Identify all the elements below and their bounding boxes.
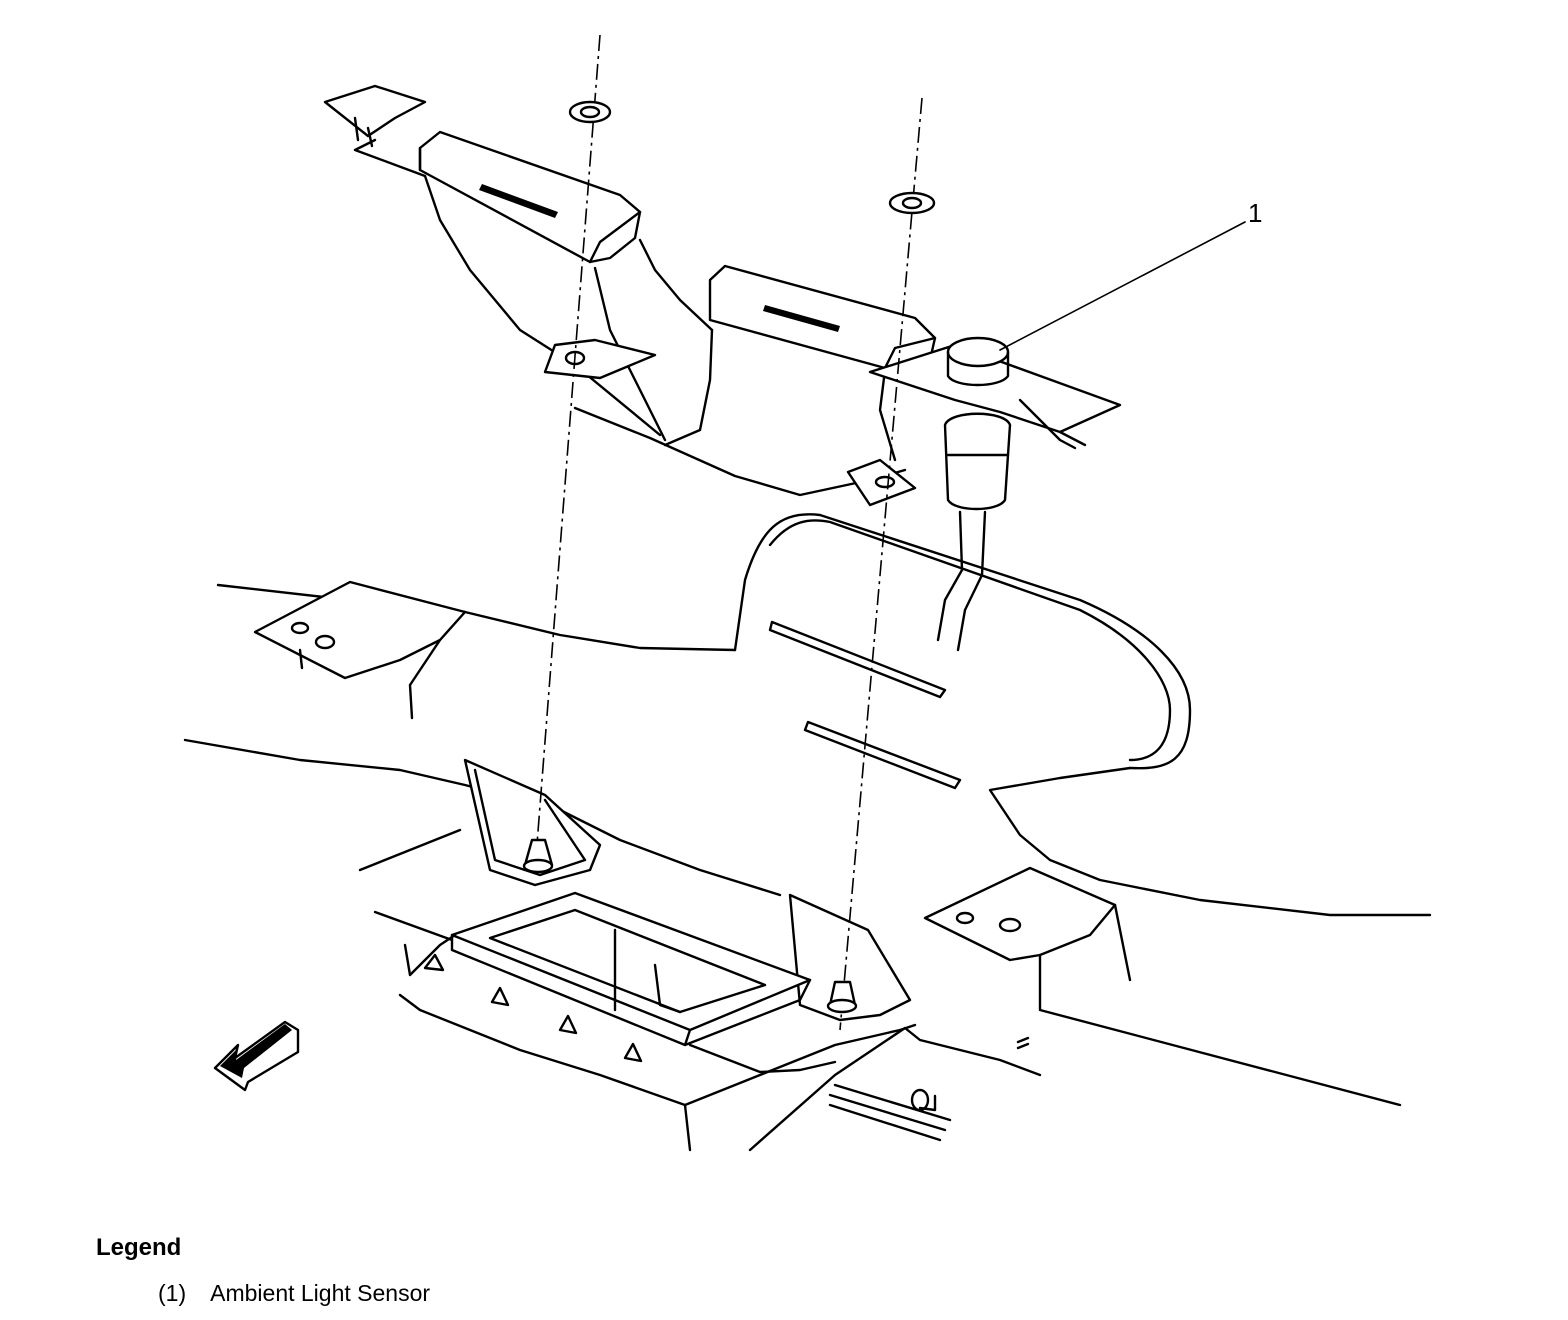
- legend-title: Legend: [96, 1234, 182, 1261]
- lower-heater-duct: [183, 513, 1432, 917]
- upper-defroster-duct: [323, 84, 937, 507]
- callout-1-leader: [999, 221, 1246, 351]
- right-side-bracket: [923, 866, 1402, 1107]
- left-side-bracket: [216, 580, 467, 720]
- legend-item: (1) Ambient Light Sensor: [158, 1280, 430, 1307]
- legend: Legend (1) Ambient Light Sensor: [96, 1234, 430, 1307]
- front-direction-arrow-icon: [213, 1020, 300, 1092]
- ambient-light-sensor: [868, 336, 1122, 652]
- legend-item-number: (1): [158, 1280, 187, 1306]
- left-push-pin-retainer: [522, 34, 612, 874]
- ambient-light-sensor-location-diagram: 1: [183, 34, 1432, 1152]
- right-push-pin-retainer: [826, 97, 936, 1031]
- legend-item-label: Ambient Light Sensor: [210, 1280, 431, 1306]
- lower-instrument-panel-housing: [358, 758, 1042, 1152]
- callout-1-label: 1: [1248, 198, 1262, 228]
